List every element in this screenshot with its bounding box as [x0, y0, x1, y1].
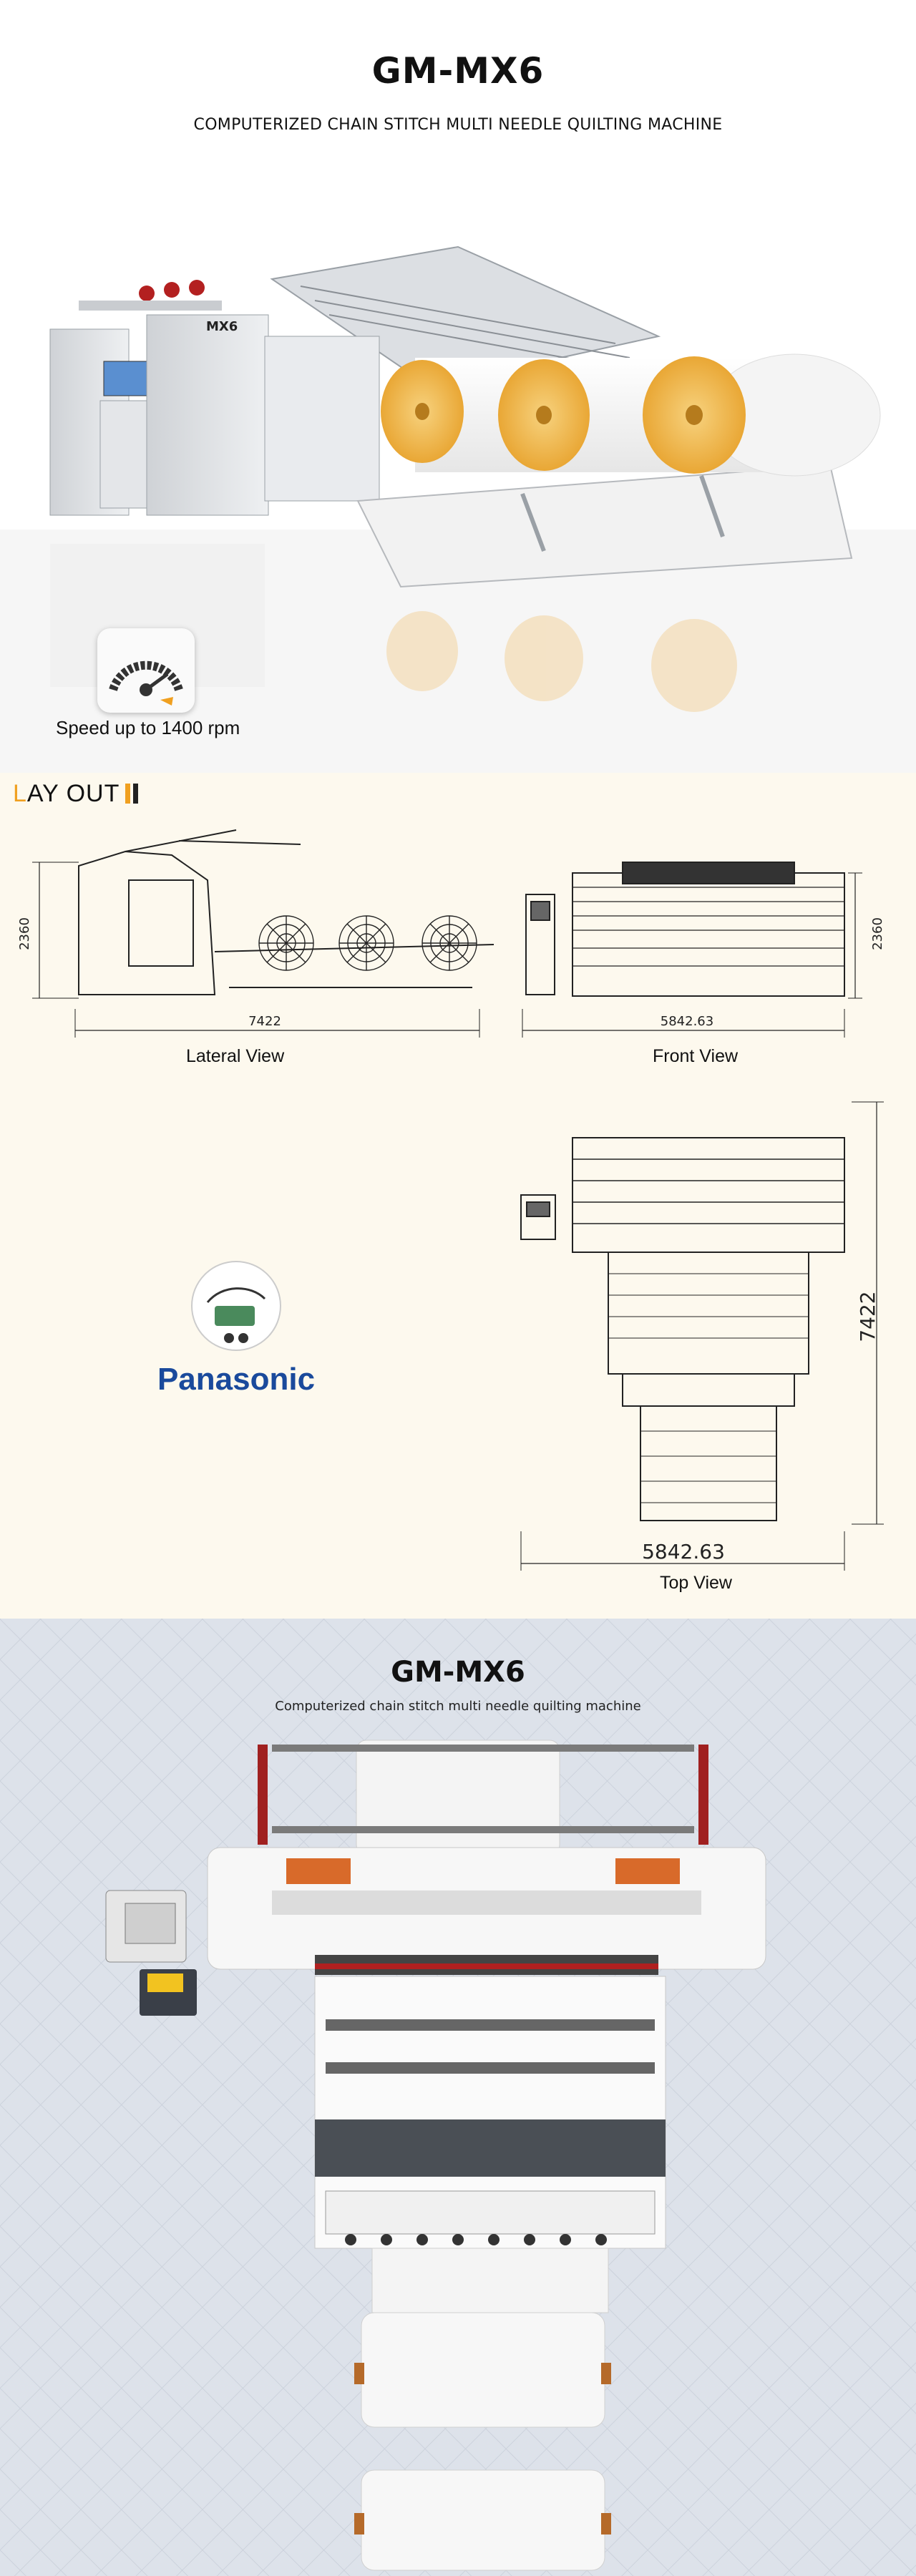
- top-length-dim: 7422: [856, 1291, 880, 1342]
- machine-badge: MX6: [206, 319, 238, 334]
- render-title: GM-MX6: [391, 1656, 525, 1689]
- speed-gauge-icon: [97, 628, 195, 713]
- render-subtitle: Computerized chain stitch multi needle q…: [275, 1699, 641, 1714]
- fabric-roll: [381, 353, 881, 477]
- layout-drawings: 2360 7422 2360 5842.63: [17, 829, 885, 1571]
- layout-heading-text: AY OUT: [26, 780, 120, 807]
- layout-heading-first-letter: L: [13, 780, 27, 807]
- panasonic-logo: Panasonic: [157, 1362, 315, 1397]
- machine-top-render: [0, 1619, 916, 2576]
- lateral-height-dim: 2360: [17, 917, 32, 950]
- lateral-view-label: Lateral View: [186, 1046, 285, 1066]
- layout-section: LAY OUT: [0, 773, 916, 1619]
- page-subtitle: COMPUTERIZED CHAIN STITCH MULTI NEEDLE Q…: [193, 116, 723, 134]
- lateral-length-dim: 7422: [248, 1014, 281, 1029]
- front-height-dim: 2360: [870, 917, 885, 950]
- layout-heading: LAY OUT: [13, 780, 139, 808]
- speed-label: Speed up to 1400 rpm: [56, 717, 240, 738]
- servo-motor-icon: [191, 1261, 281, 1351]
- top-render-section: GM-MX6 Computerized chain stitch multi n…: [0, 1619, 916, 2576]
- hero-section: MX6 GM-MX6 COMPUTERIZED CHAI: [0, 0, 916, 773]
- quilting-machine-render: MX6: [0, 245, 916, 773]
- page-title: GM-MX6: [371, 50, 545, 92]
- front-width-dim: 5842.63: [661, 1014, 713, 1029]
- heading-bars-icon: [125, 784, 139, 804]
- top-view-label: Top View: [660, 1573, 732, 1593]
- front-view-drawing: [522, 862, 862, 1038]
- lateral-view-drawing: [32, 829, 494, 1038]
- front-view-label: Front View: [653, 1046, 739, 1066]
- top-view-drawing: [520, 1101, 884, 1571]
- top-width-dim: 5842.63: [642, 1540, 725, 1563]
